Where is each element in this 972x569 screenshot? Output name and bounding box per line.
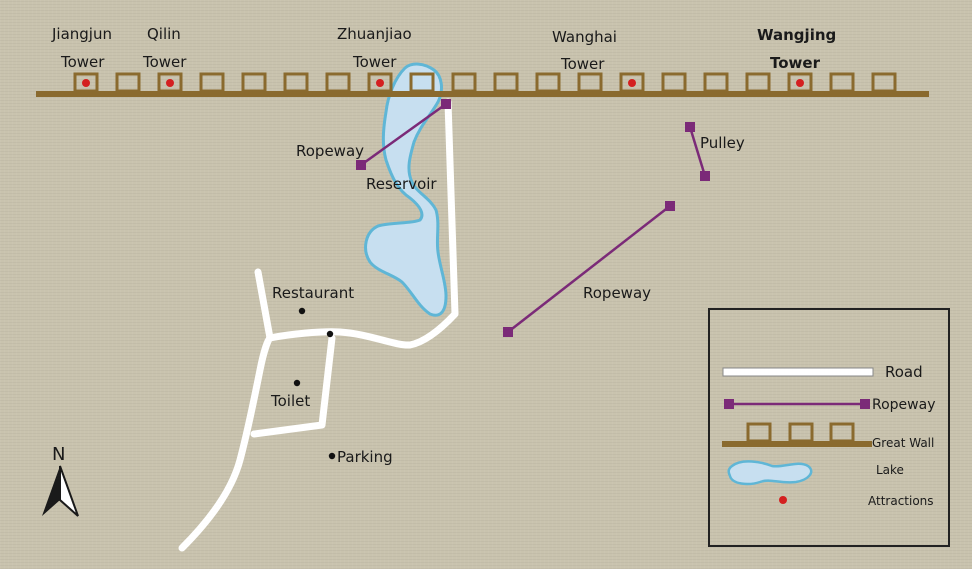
tower-label-qilin-1: Qilin	[147, 25, 181, 43]
attraction-marker	[82, 79, 90, 87]
reservoir-lake	[364, 62, 448, 317]
ropeway-east-label: Ropeway	[583, 284, 652, 302]
legend-wall-label: Great Wall	[872, 436, 935, 450]
great-wall	[36, 72, 929, 97]
legend-attractions-label: Attractions	[868, 494, 934, 508]
legend-lake-swatch	[727, 460, 813, 486]
wall-battlement	[829, 72, 855, 93]
wall-battlement	[157, 72, 183, 93]
attraction-marker	[796, 79, 804, 87]
legend-road-swatch	[722, 367, 874, 377]
wall-battlement	[409, 72, 435, 93]
wall-battlement	[535, 72, 561, 93]
wall-battlement	[745, 72, 771, 93]
ropeway-east-station-b	[665, 201, 675, 211]
wall-battlement	[577, 72, 603, 93]
tower-label-wanghai-2: Tower	[561, 55, 605, 73]
attraction-marker	[166, 79, 174, 87]
compass-label: N	[52, 444, 66, 465]
road-network	[178, 98, 459, 552]
legend-attraction-swatch	[779, 496, 787, 504]
junction-dot	[326, 330, 334, 338]
toilet-dot	[293, 379, 301, 387]
wall-battlement	[661, 72, 687, 93]
ropeway-west-line	[360, 102, 447, 167]
tower-label-qilin-2: Tower	[143, 53, 187, 71]
wall-battlement	[493, 72, 519, 93]
tower-label-zhuanjiao-2: Tower	[353, 53, 397, 71]
reservoir-label: Reservoir	[366, 175, 437, 193]
parking-label: Parking	[337, 448, 393, 466]
wall-battlement	[241, 72, 267, 93]
tower-label-wanghai-1: Wanghai	[552, 28, 617, 46]
legend-ropeway-label: Ropeway	[872, 397, 936, 413]
ropeway-west-station-a	[356, 160, 366, 170]
tower-label-zhuanjiao-1: Zhuanjiao	[337, 25, 412, 43]
ropeway-west-station-b	[441, 99, 451, 109]
restaurant-label: Restaurant	[272, 284, 355, 302]
attraction-marker	[628, 79, 636, 87]
ropeway-lines	[356, 99, 710, 337]
parking-dot	[328, 452, 336, 460]
wall-battlement	[703, 72, 729, 93]
pulley-station-a	[685, 122, 695, 132]
wall-battlement	[73, 72, 99, 93]
legend-box	[708, 308, 950, 547]
ropeway-east-station-a	[503, 327, 513, 337]
wall-battlement	[619, 72, 645, 93]
wall-battlement	[115, 72, 141, 93]
wall-battlement	[787, 72, 813, 93]
restaurant-dot	[298, 307, 306, 315]
ropeway-west-label: Ropeway	[296, 142, 365, 160]
wall-battlement	[367, 72, 393, 93]
ropeway-east-line	[507, 205, 671, 333]
legend-wall-swatch	[722, 422, 872, 447]
tower-label-jiangjun-1: Jiangjun	[52, 25, 112, 43]
wall-battlement	[451, 72, 477, 93]
tower-label-jiangjun-2: Tower	[61, 53, 105, 71]
pulley-line	[688, 126, 707, 177]
wall-battlement	[325, 72, 351, 93]
pulley-label: Pulley	[700, 134, 745, 152]
road-main	[178, 98, 459, 552]
wall-battlement	[283, 72, 309, 93]
legend-road-label: Road	[885, 363, 923, 381]
tower-label-wangjing-2: Tower	[770, 54, 820, 72]
north-arrow-icon	[42, 465, 79, 517]
tower-label-wangjing-1: Wangjing	[757, 26, 837, 44]
wall-battlement	[871, 72, 897, 93]
legend-lake-label: Lake	[876, 463, 904, 477]
attraction-marker	[376, 79, 384, 87]
road-north-spur	[254, 268, 274, 342]
road-loop-west	[250, 334, 336, 438]
wall-battlement	[199, 72, 225, 93]
toilet-label: Toilet	[271, 392, 311, 410]
pulley-station-b	[700, 171, 710, 181]
